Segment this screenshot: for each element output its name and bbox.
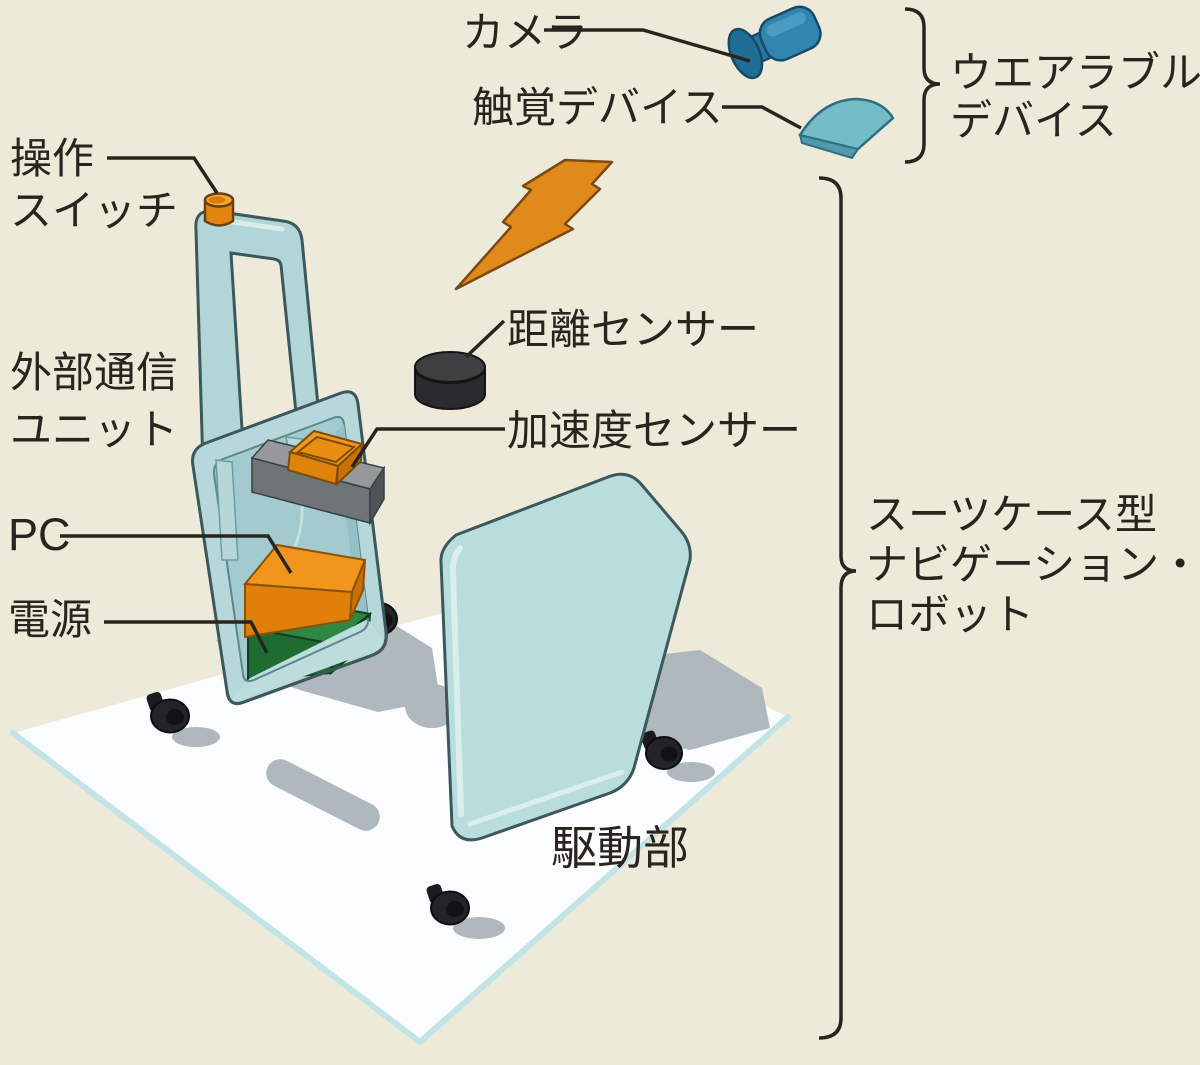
label-suitcase-robot: スーツケース型 ナビゲーション・ ロボット (866, 490, 1200, 640)
leader-pc (60, 534, 293, 574)
wheel-shadow-3 (667, 762, 715, 782)
wheel-shadow-2 (453, 917, 505, 939)
tactile-device-object (798, 97, 895, 160)
acceleration-sensor-box (286, 429, 365, 487)
wheel-shadow-1 (172, 727, 220, 747)
handle-frame (194, 209, 326, 470)
pc-box (243, 543, 367, 639)
leader-camera (544, 28, 751, 63)
leader-operation-switch (107, 156, 219, 194)
base-plate-edge-right (417, 714, 791, 1045)
label-operation-switch-line2: スイッチ (10, 187, 179, 234)
label-operation-switch-line1: 操作 (10, 135, 95, 182)
operation-switch-knob (203, 192, 235, 227)
label-power: 電源 (8, 596, 93, 643)
distance-sensor-puck (414, 351, 486, 410)
label-tactile-device: 触覚デバイス (472, 84, 723, 131)
label-external-comm-unit: 外部通信 ユニット (10, 344, 178, 458)
wireless-bolt-icon (454, 158, 614, 291)
caster-wheel-left (146, 691, 190, 734)
leader-distance-sensor (464, 319, 506, 359)
label-pc: PC (8, 509, 71, 560)
caster-wheel-right (640, 730, 683, 770)
label-external-comm-unit-line1: 外部通信 (10, 349, 179, 396)
caster-wheel-bottom (426, 883, 470, 926)
label-operation-switch: 操作 スイッチ (10, 133, 178, 237)
shell-bottom-rim (225, 617, 388, 706)
braces (818, 7, 941, 1040)
label-suitcase-robot-line1: スーツケース型 (866, 491, 1158, 538)
label-suitcase-robot-line3: ロボット (866, 591, 1035, 638)
label-drive-unit: 駆動部 (551, 822, 689, 874)
leader-power (104, 620, 269, 654)
label-suitcase-robot-line2: ナビゲーション・ (866, 541, 1200, 588)
bar-shadow (266, 759, 380, 831)
base-plate-edge-left (10, 730, 423, 1045)
label-wearable-device-line1: ウエアラブル (950, 49, 1200, 96)
label-wearable-device: ウエアラブル デバイス (950, 49, 1200, 145)
label-acceleration-sensor: 加速度センサー (507, 407, 802, 454)
label-camera: カメラ (462, 9, 589, 56)
label-distance-sensor: 距離センサー (507, 306, 760, 353)
leader-acceleration-sensor (350, 427, 505, 468)
lid-rim-highlight-bottom (467, 769, 625, 827)
suitcase-lid (439, 472, 692, 842)
camera-object (727, 5, 822, 80)
brace-suitcase-robot (818, 176, 857, 1040)
label-wearable-device-line2: デバイス (950, 97, 1117, 144)
leader-lines (60, 28, 802, 654)
label-external-comm-unit-line2: ユニット (10, 406, 179, 453)
lid-rim-highlight-left (449, 545, 464, 817)
leader-tactile-device (722, 105, 802, 130)
brace-wearable-device (904, 7, 941, 164)
